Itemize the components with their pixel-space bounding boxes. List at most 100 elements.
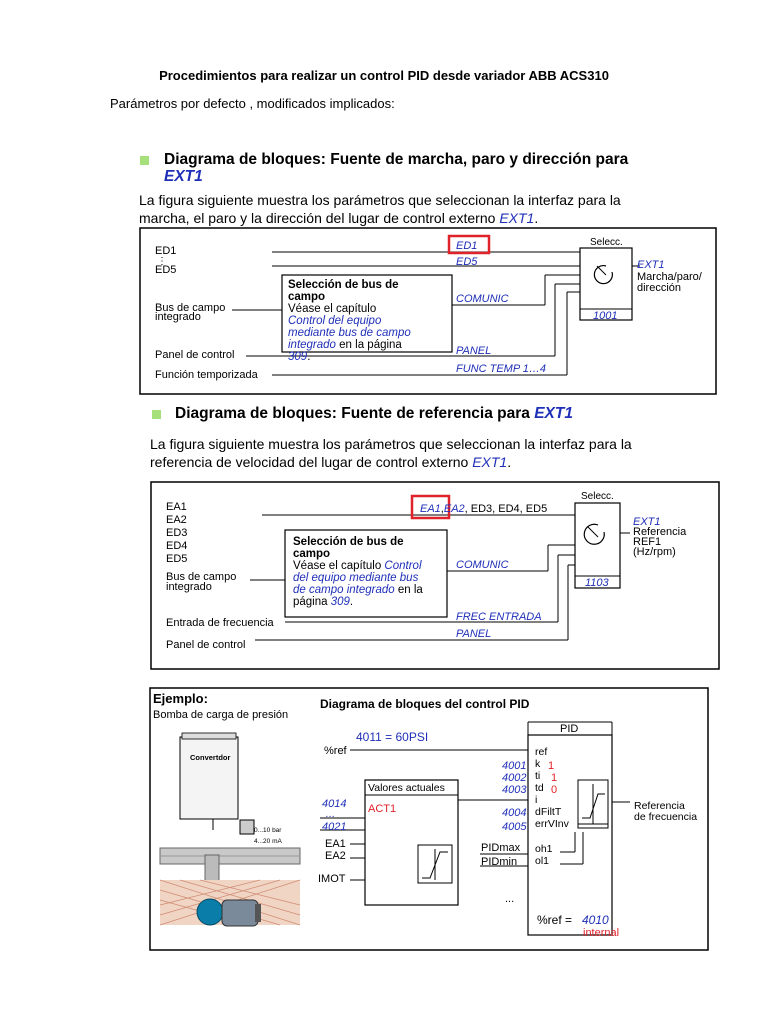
valores-title: Valores actuales [368, 782, 445, 794]
label-ea1: EA1 [325, 838, 346, 850]
pid-in-k: k [535, 758, 541, 770]
pid-output-line1: Referencia [634, 800, 685, 812]
pid-td-value: 0 [551, 784, 557, 796]
param-4014: 4014 [322, 798, 346, 810]
label-ed1: ED1 [155, 245, 176, 257]
label-bus-2: integrado [155, 311, 201, 323]
output-line3: (Hz/rpm) [633, 546, 676, 558]
example-sub: Bomba de carga de presión [153, 709, 288, 721]
pid-k-value: 1 [548, 760, 554, 772]
pid-in-td: td [535, 782, 544, 794]
document-subtitle: Parámetros por defecto , modificados imp… [110, 96, 395, 111]
input-ea2: EA2 [166, 514, 187, 526]
box1-line3: mediante bus de campo [288, 327, 411, 339]
example-label: Ejemplo: [153, 691, 208, 706]
pidmin-label: PIDmin [481, 856, 517, 868]
options-ea: EA1,EA2, ED3, ED4, ED5 [420, 503, 547, 515]
selector-icon [593, 265, 613, 285]
pid-in-errvinv: errVInv [535, 818, 570, 830]
pref-label: %ref [324, 745, 348, 757]
output-line1: Marcha/paro/ [637, 271, 703, 283]
label-bus-1: Bus de campo [155, 302, 225, 314]
label-panel: Panel de control [155, 349, 235, 361]
box1-title-line2: campo [288, 291, 325, 303]
output-line2: REF1 [633, 536, 661, 548]
label-dots: ⋮ [157, 256, 167, 267]
box1-line1: Véase el capítulo [288, 303, 376, 315]
output-ext1: EXT1 [637, 259, 665, 271]
bullet-icon [152, 410, 161, 419]
pid-in-ol1: ol1 [535, 855, 549, 867]
box1-line2: Control del equipo [288, 315, 382, 327]
param-4001: 4001 [502, 760, 526, 772]
param-dots: … [325, 809, 335, 820]
input-ea1: EA1 [166, 501, 187, 513]
pid-ti-value: 1 [551, 772, 557, 784]
sensor-range: 0...10 bar [254, 827, 282, 834]
pid-in-i: i [535, 794, 537, 806]
pid-in-oh1: oh1 [535, 843, 553, 855]
box2-title-line1: Selección de bus de [293, 536, 404, 548]
section2-heading: Diagrama de bloques: Fuente de referenci… [175, 405, 573, 422]
bottom-internal: internal [583, 927, 619, 939]
param-4002: 4002 [502, 772, 526, 784]
option-comunic: COMUNIC [456, 559, 509, 571]
label-imot: IMOT [318, 873, 346, 885]
input-ed3: ED3 [166, 527, 187, 539]
param-4004: 4004 [502, 807, 526, 819]
bottom-pref: %ref = [537, 913, 572, 927]
option-func: FUNC TEMP 1…4 [456, 363, 546, 375]
highlight-box [447, 234, 491, 255]
bullet-icon [140, 156, 149, 165]
input-ed4: ED4 [166, 540, 187, 552]
box1-line5: 309. [288, 351, 310, 363]
pump-illustration: Convertdor 0...10 bar 4...20 mA [159, 732, 301, 927]
box2-line3: de campo integrado en la [293, 584, 423, 596]
output-ext1: EXT1 [633, 516, 661, 528]
bottom-param: 4010 [582, 913, 609, 927]
label-panel: Panel de control [166, 639, 246, 651]
label-timed: Función temporizada [155, 369, 259, 381]
section1-heading: Diagrama de bloques: Fuente de marcha, p… [164, 151, 629, 185]
pid-in-ref: ref [535, 746, 547, 758]
box2-line1: Véase el capítulo Control [293, 560, 422, 572]
ellipsis-label: ... [505, 893, 514, 905]
box1-line4: integrado en la página [288, 339, 402, 351]
option-comunic: COMUNIC [456, 293, 509, 305]
pidmax-label: PIDmax [481, 842, 521, 854]
option-ed1: ED1 [456, 240, 477, 252]
param-1103: 1103 [585, 577, 610, 589]
pid-in-dfilt: dFiltT [535, 806, 562, 818]
sensor-signal: 4...20 mA [254, 838, 282, 845]
box2-title-line2: campo [293, 548, 330, 560]
option-panel: PANEL [456, 628, 491, 640]
option-panel: PANEL [456, 345, 491, 357]
box2-line2: del equipo mediante bus [293, 572, 419, 584]
option-freq: FREC ENTRADA [456, 611, 542, 623]
highlight-box [410, 494, 451, 520]
pid-output-line2: de frecuencia [634, 811, 697, 823]
param-4003: 4003 [502, 784, 527, 796]
box1-title-line1: Selección de bus de [288, 279, 399, 291]
pid-title: PID [560, 723, 578, 735]
converter-label: Convertdor [190, 753, 231, 762]
ref-param: 4011 = 60PSI [356, 730, 428, 744]
input-ed5: ED5 [166, 553, 187, 565]
act1-label: ACT1 [368, 803, 396, 815]
label-ed5: ED5 [155, 264, 176, 276]
pid-diagram-title: Diagrama de bloques del control PID [320, 697, 530, 711]
label-freq: Entrada de frecuencia [166, 617, 275, 629]
document-title: Procedimientos para realizar un control … [159, 68, 609, 83]
selector-icon [583, 523, 605, 545]
param-1001: 1001 [593, 310, 617, 322]
param-4021: 4021 [322, 821, 346, 833]
option-ed5: ED5 [456, 256, 478, 268]
section1-paragraph: La figura siguiente muestra los parámetr… [139, 192, 621, 226]
output-line2: dirección [637, 282, 681, 294]
box2-line4: página 309. [293, 596, 353, 608]
output-line1: Referencia [633, 526, 687, 538]
label-ea2: EA2 [325, 850, 346, 862]
